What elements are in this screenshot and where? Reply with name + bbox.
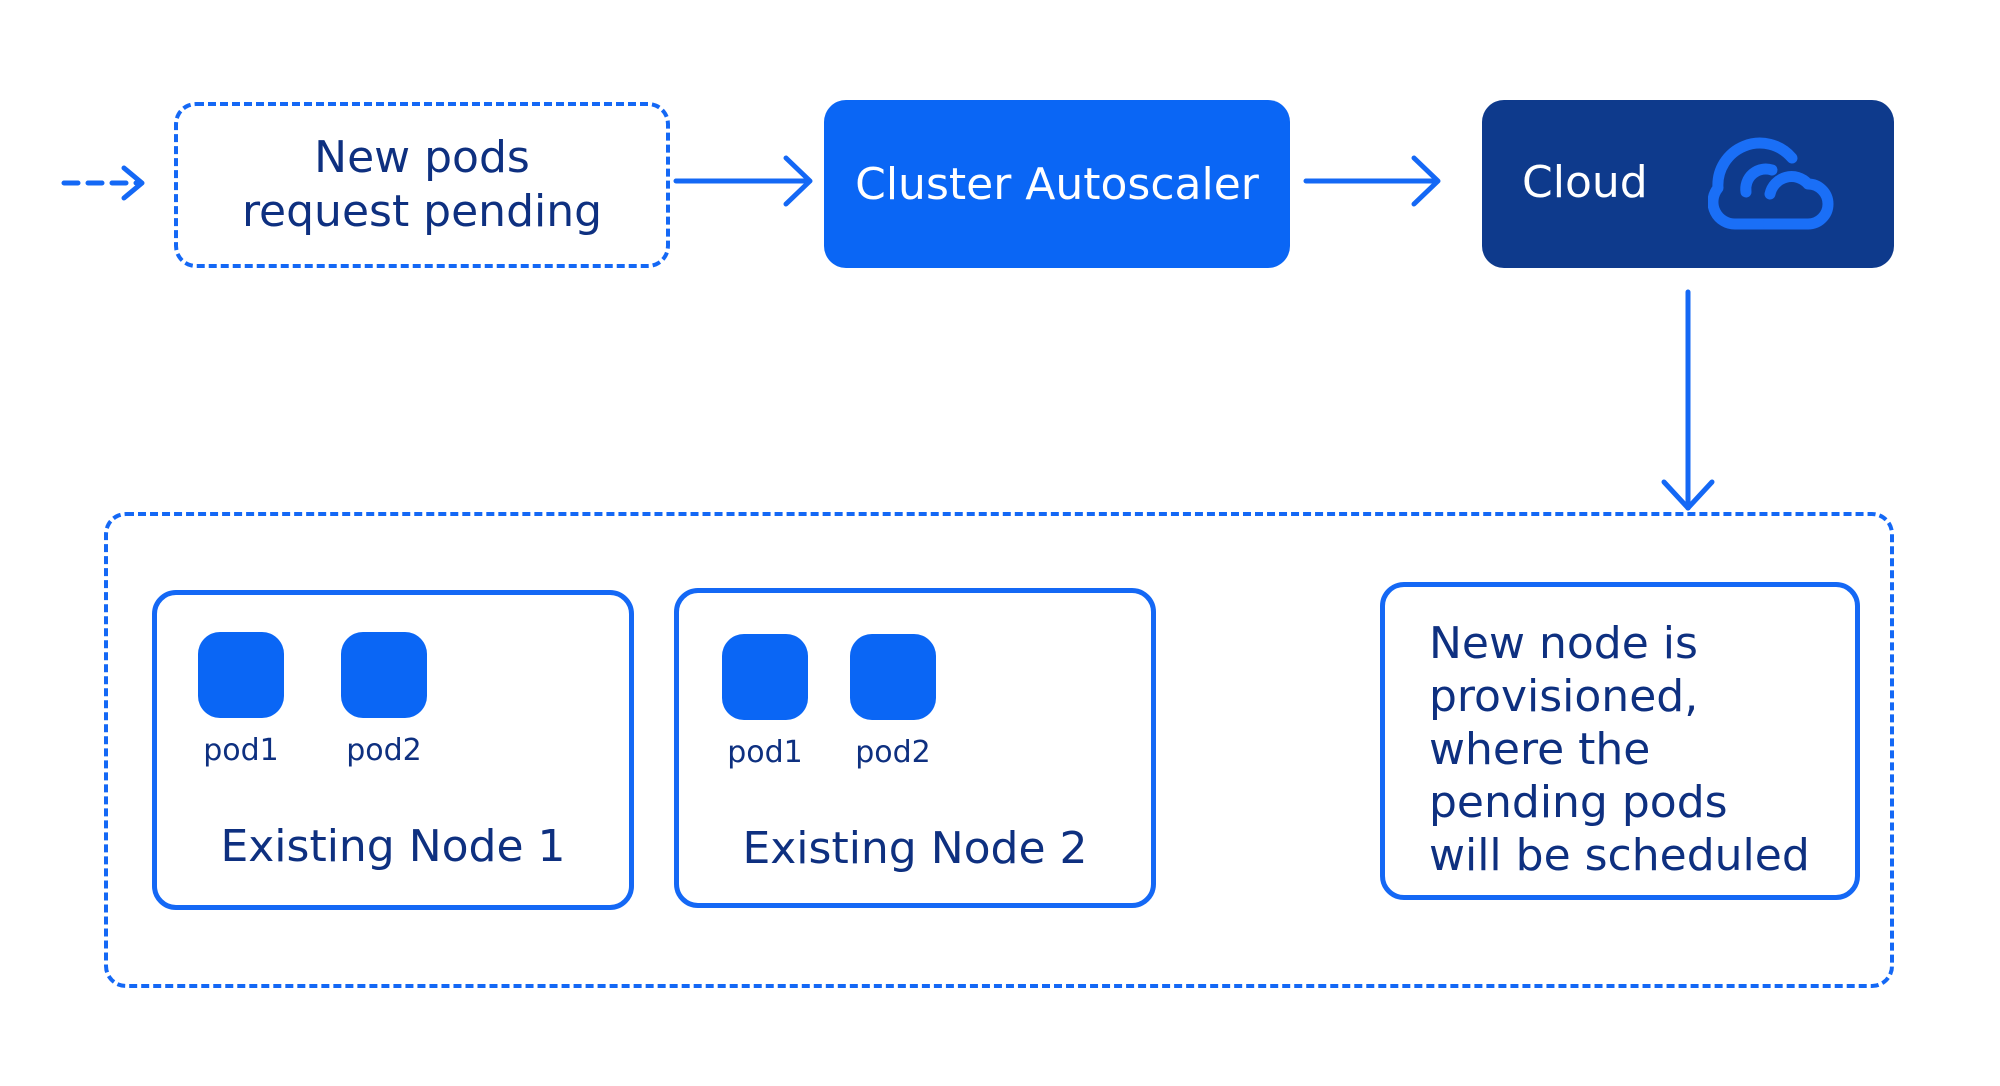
cloud-icon [1708,137,1834,230]
pod-icon [722,634,808,720]
incoming-dashed-arrow-head [121,165,145,201]
new-node-line-3: where the [1429,724,1651,775]
pod-icon [198,632,284,718]
arrow-to-cluster-head [1661,479,1715,511]
new-node-line-1: New node is [1429,618,1698,669]
cluster-autoscaler-label: Cluster Autoscaler [855,158,1259,210]
arrow-to-cloud-head [1411,155,1441,207]
new-node-line-2: provisioned, [1429,671,1699,722]
arrow-to-autoscaler-head [783,155,813,207]
pod-icon [341,632,427,718]
pod-icon [850,634,936,720]
cluster-autoscaler-box: Cluster Autoscaler [824,100,1290,268]
pod-label: pod2 [855,735,931,770]
pending-pods-line-1: New pods [314,132,530,183]
pod-label: pod1 [203,733,279,768]
new-node-line-5: will be scheduled [1429,830,1810,881]
pending-pods-box: New pods request pending [174,102,670,268]
node-label: Existing Node 1 [220,821,566,872]
pod-label: pod2 [346,733,422,768]
cloud-box: Cloud [1482,100,1894,268]
pending-pods-line-2: request pending [241,186,603,237]
pod-label: pod1 [727,735,803,770]
cloud-label: Cloud [1522,157,1648,208]
node-label: Existing Node 2 [742,823,1088,874]
new-node-line-4: pending pods [1429,777,1728,828]
existing-node-2: pod1 pod2 Existing Node 2 [674,588,1156,908]
new-node-box: New node is provisioned, where the pendi… [1380,582,1860,900]
existing-node-1: pod1 pod2 Existing Node 1 [152,590,634,910]
